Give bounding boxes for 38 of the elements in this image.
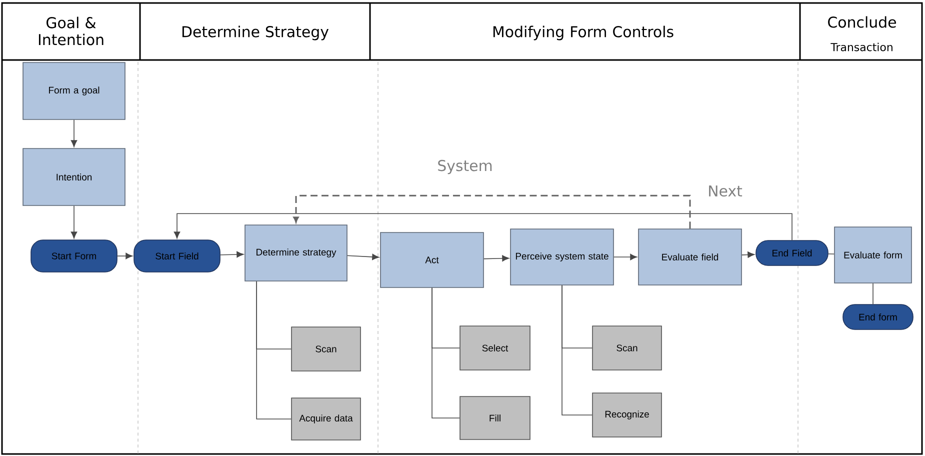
process-box: Determine strategy (244, 224, 348, 282)
process-box: Act (380, 232, 484, 288)
arrow (347, 254, 380, 260)
header-text: Transaction (830, 42, 892, 52)
header-text: Conclude (828, 16, 896, 28)
connector-line (562, 285, 592, 416)
arrow (742, 252, 755, 258)
header-text: Determine Strategy (182, 26, 329, 40)
arrow (220, 251, 244, 258)
arrow (484, 255, 510, 262)
connector-line (432, 288, 460, 418)
header-text: Goal & Intention (38, 16, 104, 46)
process-box: Evaluate form (834, 226, 912, 284)
arrow (293, 194, 691, 229)
subtask-box: Scan (592, 326, 662, 370)
process-box: Perceive system state (510, 228, 614, 286)
connector-line (256, 281, 292, 420)
connector-line (872, 283, 874, 304)
process-box: Form a goal (22, 62, 126, 120)
arrow (70, 120, 78, 148)
terminal-pill: Start Field (134, 240, 220, 272)
terminal-pill: End Field (756, 240, 828, 266)
arrow (614, 254, 638, 260)
arrow (117, 252, 133, 260)
subtask-box: Acquire data (291, 398, 361, 440)
subtask-box: Recognize (592, 392, 662, 438)
terminal-pill: Start Form (30, 240, 118, 272)
subtask-box: Fill (460, 396, 530, 440)
next-label: Next (709, 185, 742, 197)
process-box: Evaluate field (638, 228, 742, 286)
system-label: System (438, 160, 492, 174)
process-box: Intention (22, 148, 126, 206)
subtask-box: Select (460, 326, 530, 370)
arrow (174, 213, 792, 240)
arrow (70, 206, 78, 239)
terminal-pill: End form (842, 304, 914, 330)
subtask-box: Scan (291, 326, 361, 372)
header-text: Modifying Form Controls (493, 26, 674, 40)
